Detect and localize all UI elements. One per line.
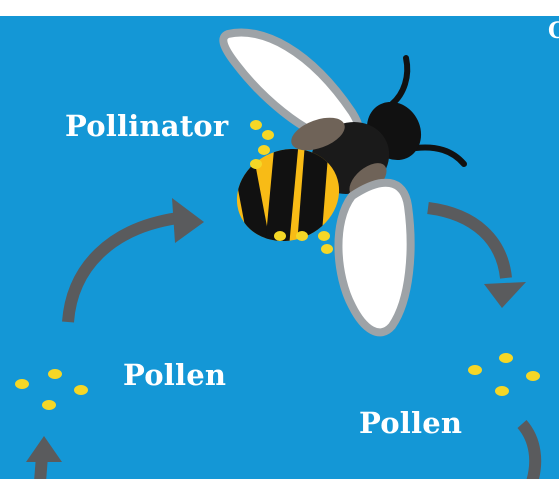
pollen-cluster-right [468,353,540,396]
pollen-dot-icon [48,369,62,379]
pollen-dot-icon [499,353,513,363]
pollen-dot-icon [42,400,56,410]
pollen-dot-icon [495,386,509,396]
cycle-arrow-icon [428,208,526,308]
pollen-cluster-left [15,369,88,410]
pollen-label-right: Pollen [359,409,462,438]
bee-icon [212,33,464,333]
cropped-edge-text: C [548,20,559,42]
pollen-dot-icon [15,379,29,389]
pollen-label-left: Pollen [123,361,226,390]
pollen-dot-icon [74,385,88,395]
cycle-arrow-icon [522,424,535,479]
pollen-dot-icon [526,371,540,381]
pollinator-label: Pollinator [65,112,228,141]
cycle-arrow-icon [68,198,204,322]
cycle-arrow-icon [26,436,62,479]
pollen-dot-icon [468,365,482,375]
